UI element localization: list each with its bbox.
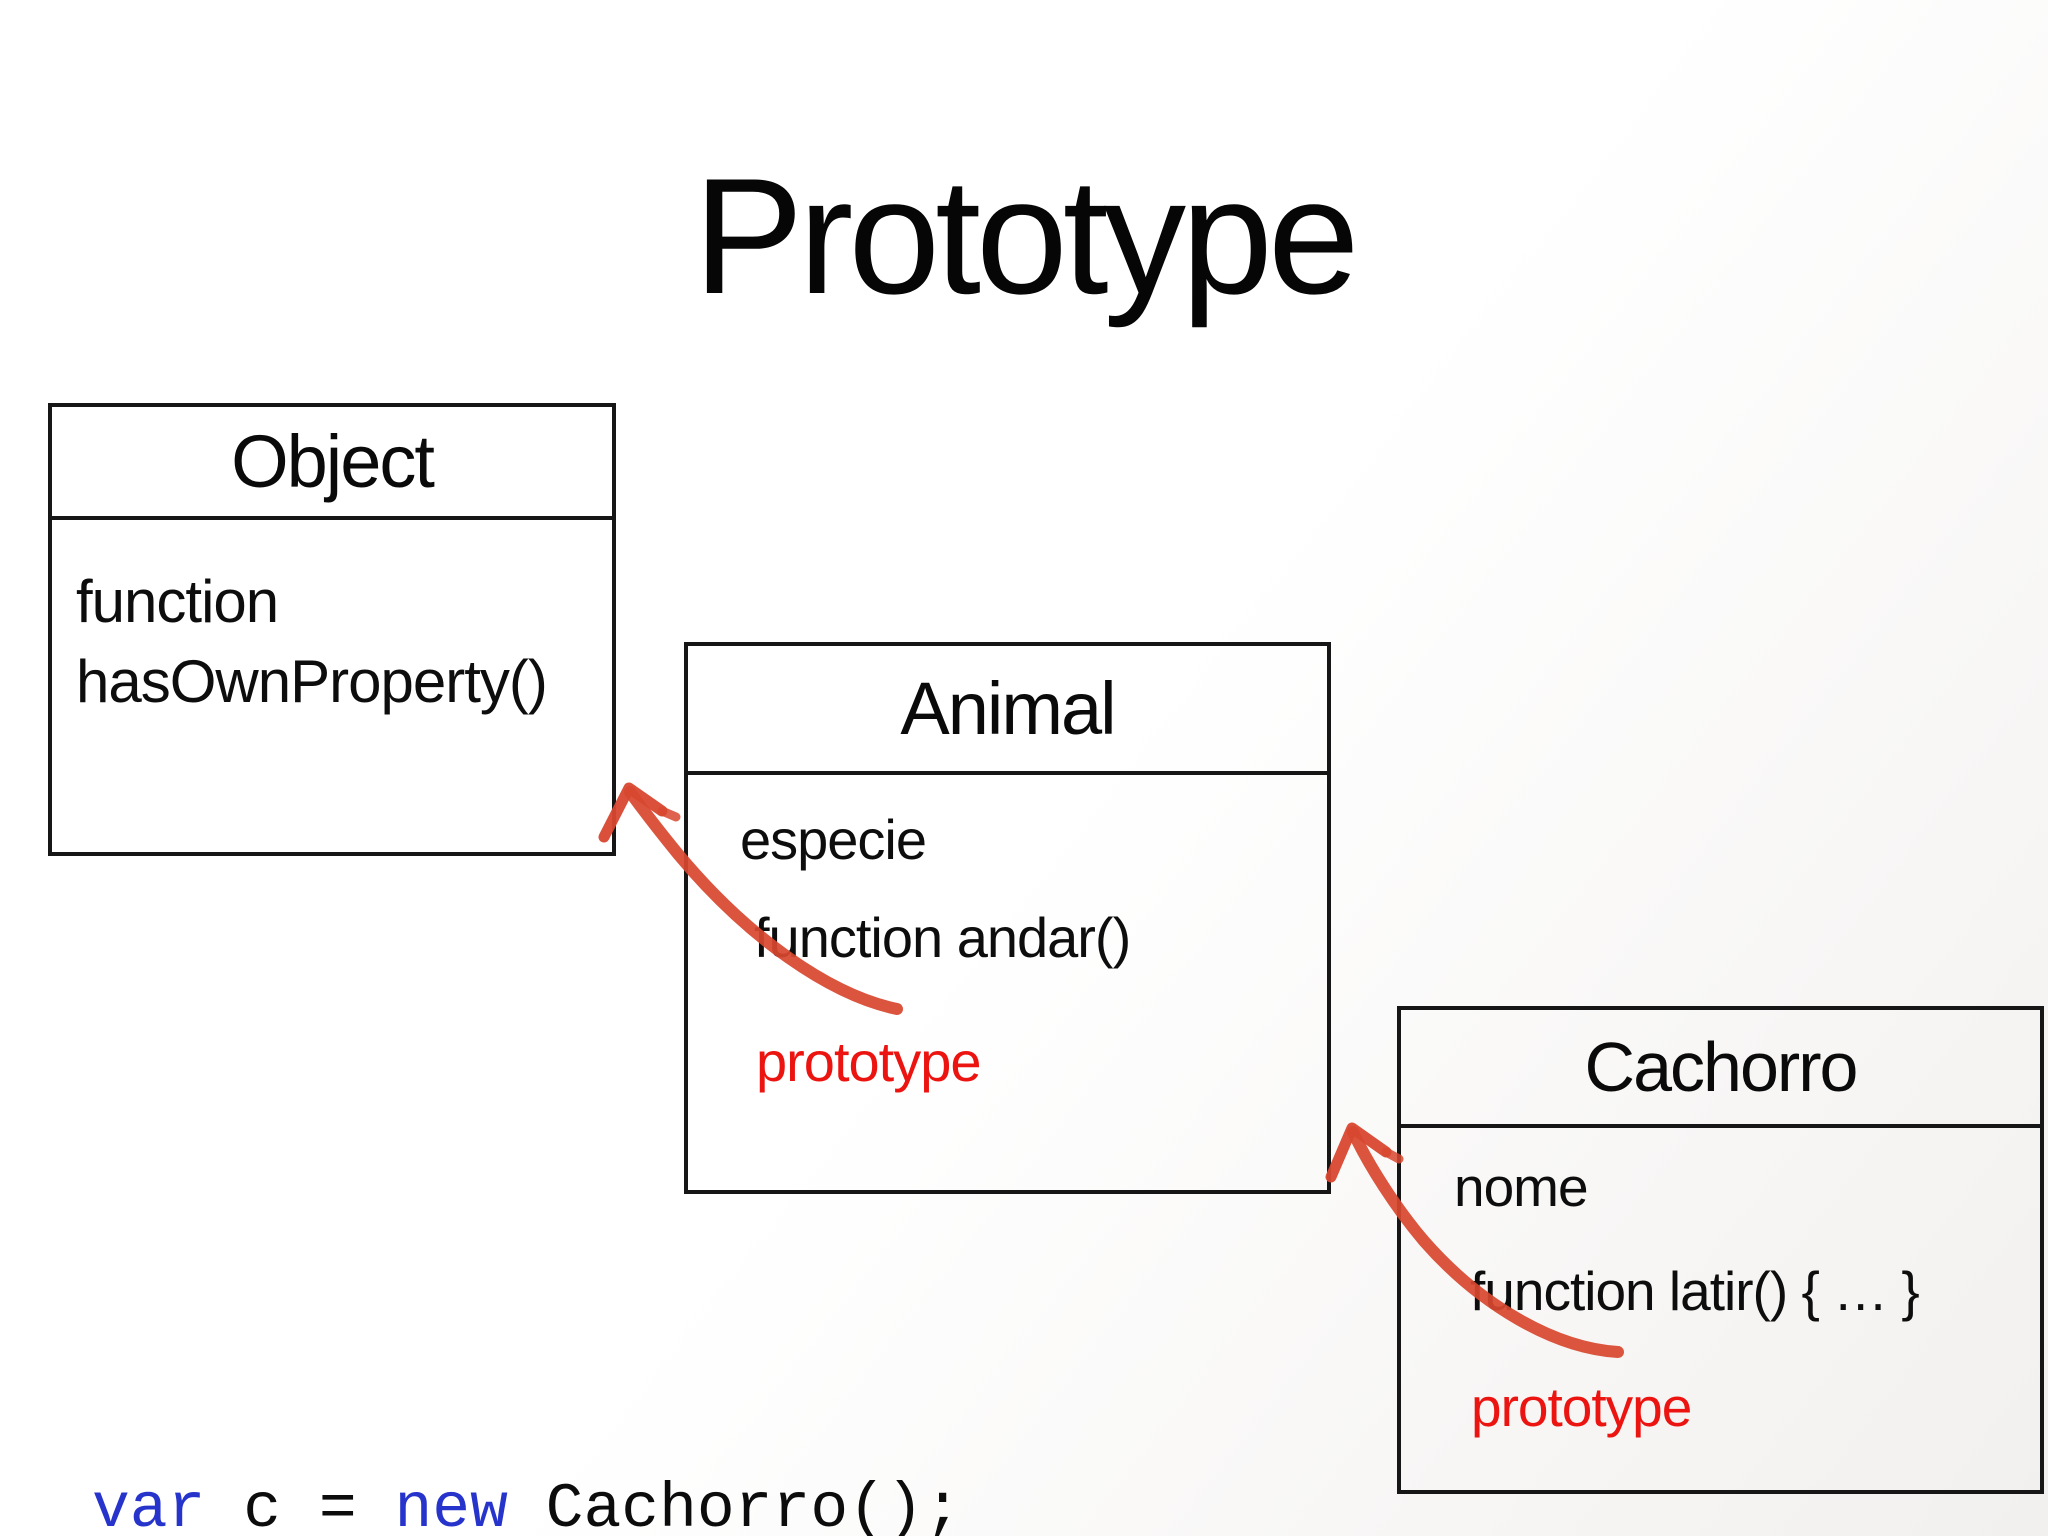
code-line-1: var c = new Cachorro();	[92, 1464, 1075, 1536]
class-box-cachorro: Cachorro nome function latir() { … } pro…	[1397, 1006, 2044, 1494]
code-block: var c = new Cachorro(); c.hasOwnProperty…	[92, 1280, 1075, 1536]
class-title-animal: Animal	[688, 646, 1327, 775]
class-members-object: function hasOwnProperty()	[52, 520, 612, 722]
class-title-object: Object	[52, 407, 612, 520]
member-latir: function latir() { … }	[1470, 1260, 1920, 1322]
class-title-cachorro: Cachorro	[1401, 1010, 2040, 1128]
class-box-object: Object function hasOwnProperty()	[48, 403, 616, 856]
member-cachorro-prototype: prototype	[1471, 1376, 1692, 1438]
page-title: Prototype	[693, 144, 1359, 328]
code-text: Cachorro();	[507, 1474, 962, 1536]
keyword-new: new	[394, 1474, 508, 1536]
member-animal-prototype: prototype	[756, 1030, 982, 1093]
member-especie: especie	[740, 808, 927, 871]
member-andar: function andar()	[754, 906, 1131, 969]
class-box-animal: Animal especie function andar() prototyp…	[684, 642, 1331, 1194]
class-members-cachorro: nome function latir() { … } prototype	[1401, 1128, 2040, 1440]
member-nome: nome	[1454, 1156, 1589, 1218]
class-members-animal: especie function andar() prototype	[688, 775, 1327, 1097]
member-hasownproperty: function hasOwnProperty()	[76, 568, 548, 715]
keyword-var: var	[92, 1474, 206, 1536]
code-text: c =	[205, 1474, 395, 1536]
